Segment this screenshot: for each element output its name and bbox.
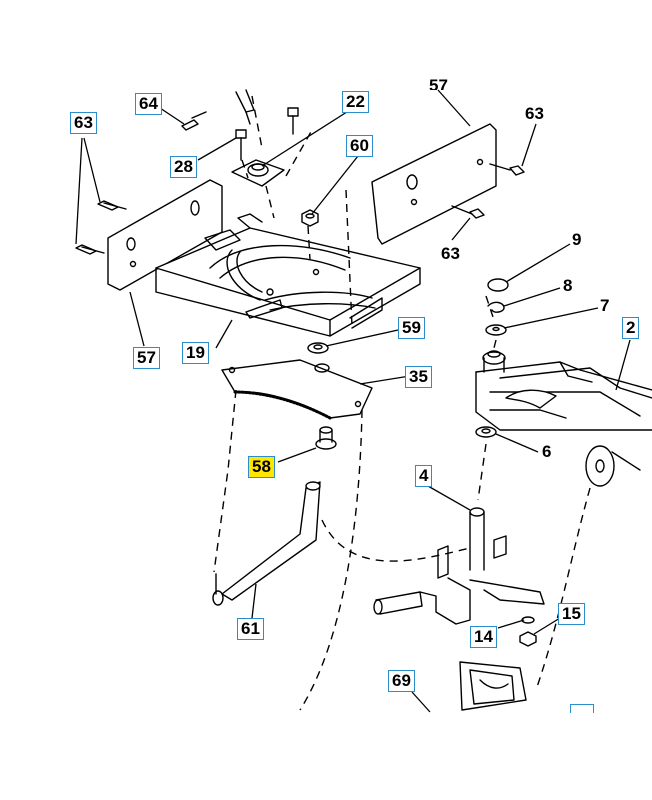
- callout-14: 14: [470, 626, 497, 648]
- dash-line-1: [265, 185, 275, 219]
- bolt-22: [287, 107, 299, 135]
- callout-63-right-bottom: 63: [441, 244, 460, 263]
- nut-60: [301, 209, 319, 227]
- dash-line-5: [213, 389, 237, 573]
- leader-60: [311, 155, 359, 215]
- callout-57: 57: [133, 347, 160, 369]
- dash-bracket-right: [371, 123, 497, 245]
- callout-19: 19: [182, 342, 209, 364]
- washer-59: [307, 342, 329, 354]
- leader-14: [497, 619, 525, 629]
- callout-cut-bottom: [570, 704, 594, 713]
- spindle-4: [373, 507, 545, 625]
- leader-61: [251, 583, 257, 619]
- flange-bearing: [231, 159, 285, 187]
- callout-64: 64: [135, 93, 162, 115]
- dash-line-8: [477, 443, 487, 501]
- leader-63a-2: [75, 137, 83, 245]
- callout-58-highlighted: 58: [248, 456, 275, 478]
- bushing-6: [475, 426, 497, 438]
- dash-line-12: [485, 295, 495, 321]
- callout-6: 6: [542, 442, 552, 461]
- leader-63a-1: [83, 137, 101, 203]
- callout-61: 61: [237, 618, 264, 640]
- cap-9: [487, 278, 509, 292]
- dash-line-10: [251, 95, 263, 149]
- callout-9: 9: [572, 230, 582, 249]
- leader-64: [159, 107, 185, 125]
- leader-2: [615, 339, 631, 391]
- callout-63-right-top: 63: [525, 104, 544, 123]
- leader-63c: [451, 217, 471, 241]
- leader-59: [325, 329, 399, 347]
- callout-63-left: 63: [70, 112, 97, 134]
- dash-line-7: [321, 519, 471, 562]
- support-plate-19: [155, 213, 421, 337]
- shoulder-bolt-58: [315, 426, 337, 450]
- leader-57: [129, 291, 145, 347]
- dash-line-2: [307, 225, 311, 261]
- callout-7: 7: [600, 296, 610, 315]
- dash-line-13: [493, 339, 497, 349]
- leader-35: [359, 375, 411, 385]
- callout-60: 60: [346, 135, 373, 157]
- leader-22: [261, 109, 351, 167]
- clip-64: [181, 111, 207, 131]
- leader-69: [411, 691, 431, 713]
- callout-59: 59: [398, 317, 425, 339]
- front-axle-2: [475, 361, 652, 431]
- callout-15: 15: [558, 603, 585, 625]
- bolt-63-right: [451, 163, 525, 219]
- steering-shaft-61: [212, 481, 321, 606]
- dash-line-6: [299, 409, 363, 711]
- leader-6: [495, 433, 539, 453]
- callout-69: 69: [388, 670, 415, 692]
- leader-4: [427, 485, 471, 511]
- leader-8: [503, 287, 561, 307]
- nut-15: [519, 631, 537, 647]
- callout-4: 4: [415, 465, 433, 487]
- callout-2: 2: [622, 317, 640, 339]
- clip-8: [487, 301, 505, 313]
- leader-19: [215, 319, 233, 349]
- leader-7: [503, 307, 599, 329]
- callout-28: 28: [170, 156, 197, 178]
- sector-gear-35: [221, 359, 373, 420]
- washer-7: [485, 324, 507, 336]
- leader-15: [533, 617, 561, 635]
- callout-22: 22: [342, 91, 369, 113]
- callout-cut-top: 57: [429, 76, 448, 90]
- leader-58: [277, 447, 317, 463]
- dash-line-11: [241, 159, 249, 179]
- leader-9: [505, 243, 571, 283]
- leader-63b: [521, 123, 537, 167]
- upper-link: [235, 89, 255, 125]
- bushing-top: [482, 350, 506, 373]
- callout-35: 35: [405, 366, 432, 388]
- leader-28: [197, 137, 237, 161]
- bolt-63-left: [75, 200, 127, 255]
- dash-line-9: [535, 487, 591, 691]
- dash-line-4: [345, 189, 353, 327]
- callout-8: 8: [563, 276, 573, 295]
- bracket-69: [459, 661, 527, 711]
- bolt-28: [235, 129, 247, 161]
- leader-top-cut: [437, 89, 471, 127]
- wheel-hub: [585, 445, 641, 487]
